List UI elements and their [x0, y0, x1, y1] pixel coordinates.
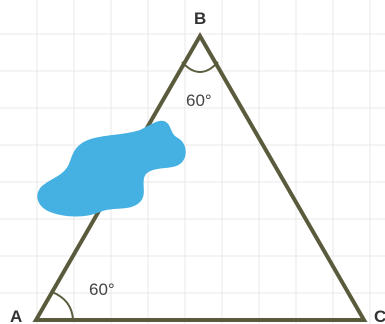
- angle-label-a: 60°: [89, 280, 115, 299]
- vertex-label-c: C: [374, 307, 385, 324]
- angle-arc-b: [181, 61, 219, 73]
- ink-blob: [37, 120, 186, 217]
- vertex-label-b: B: [194, 9, 206, 28]
- angle-arc-a: [51, 291, 74, 321]
- angle-label-b: 60°: [186, 91, 212, 110]
- vertex-label-a: A: [10, 307, 22, 324]
